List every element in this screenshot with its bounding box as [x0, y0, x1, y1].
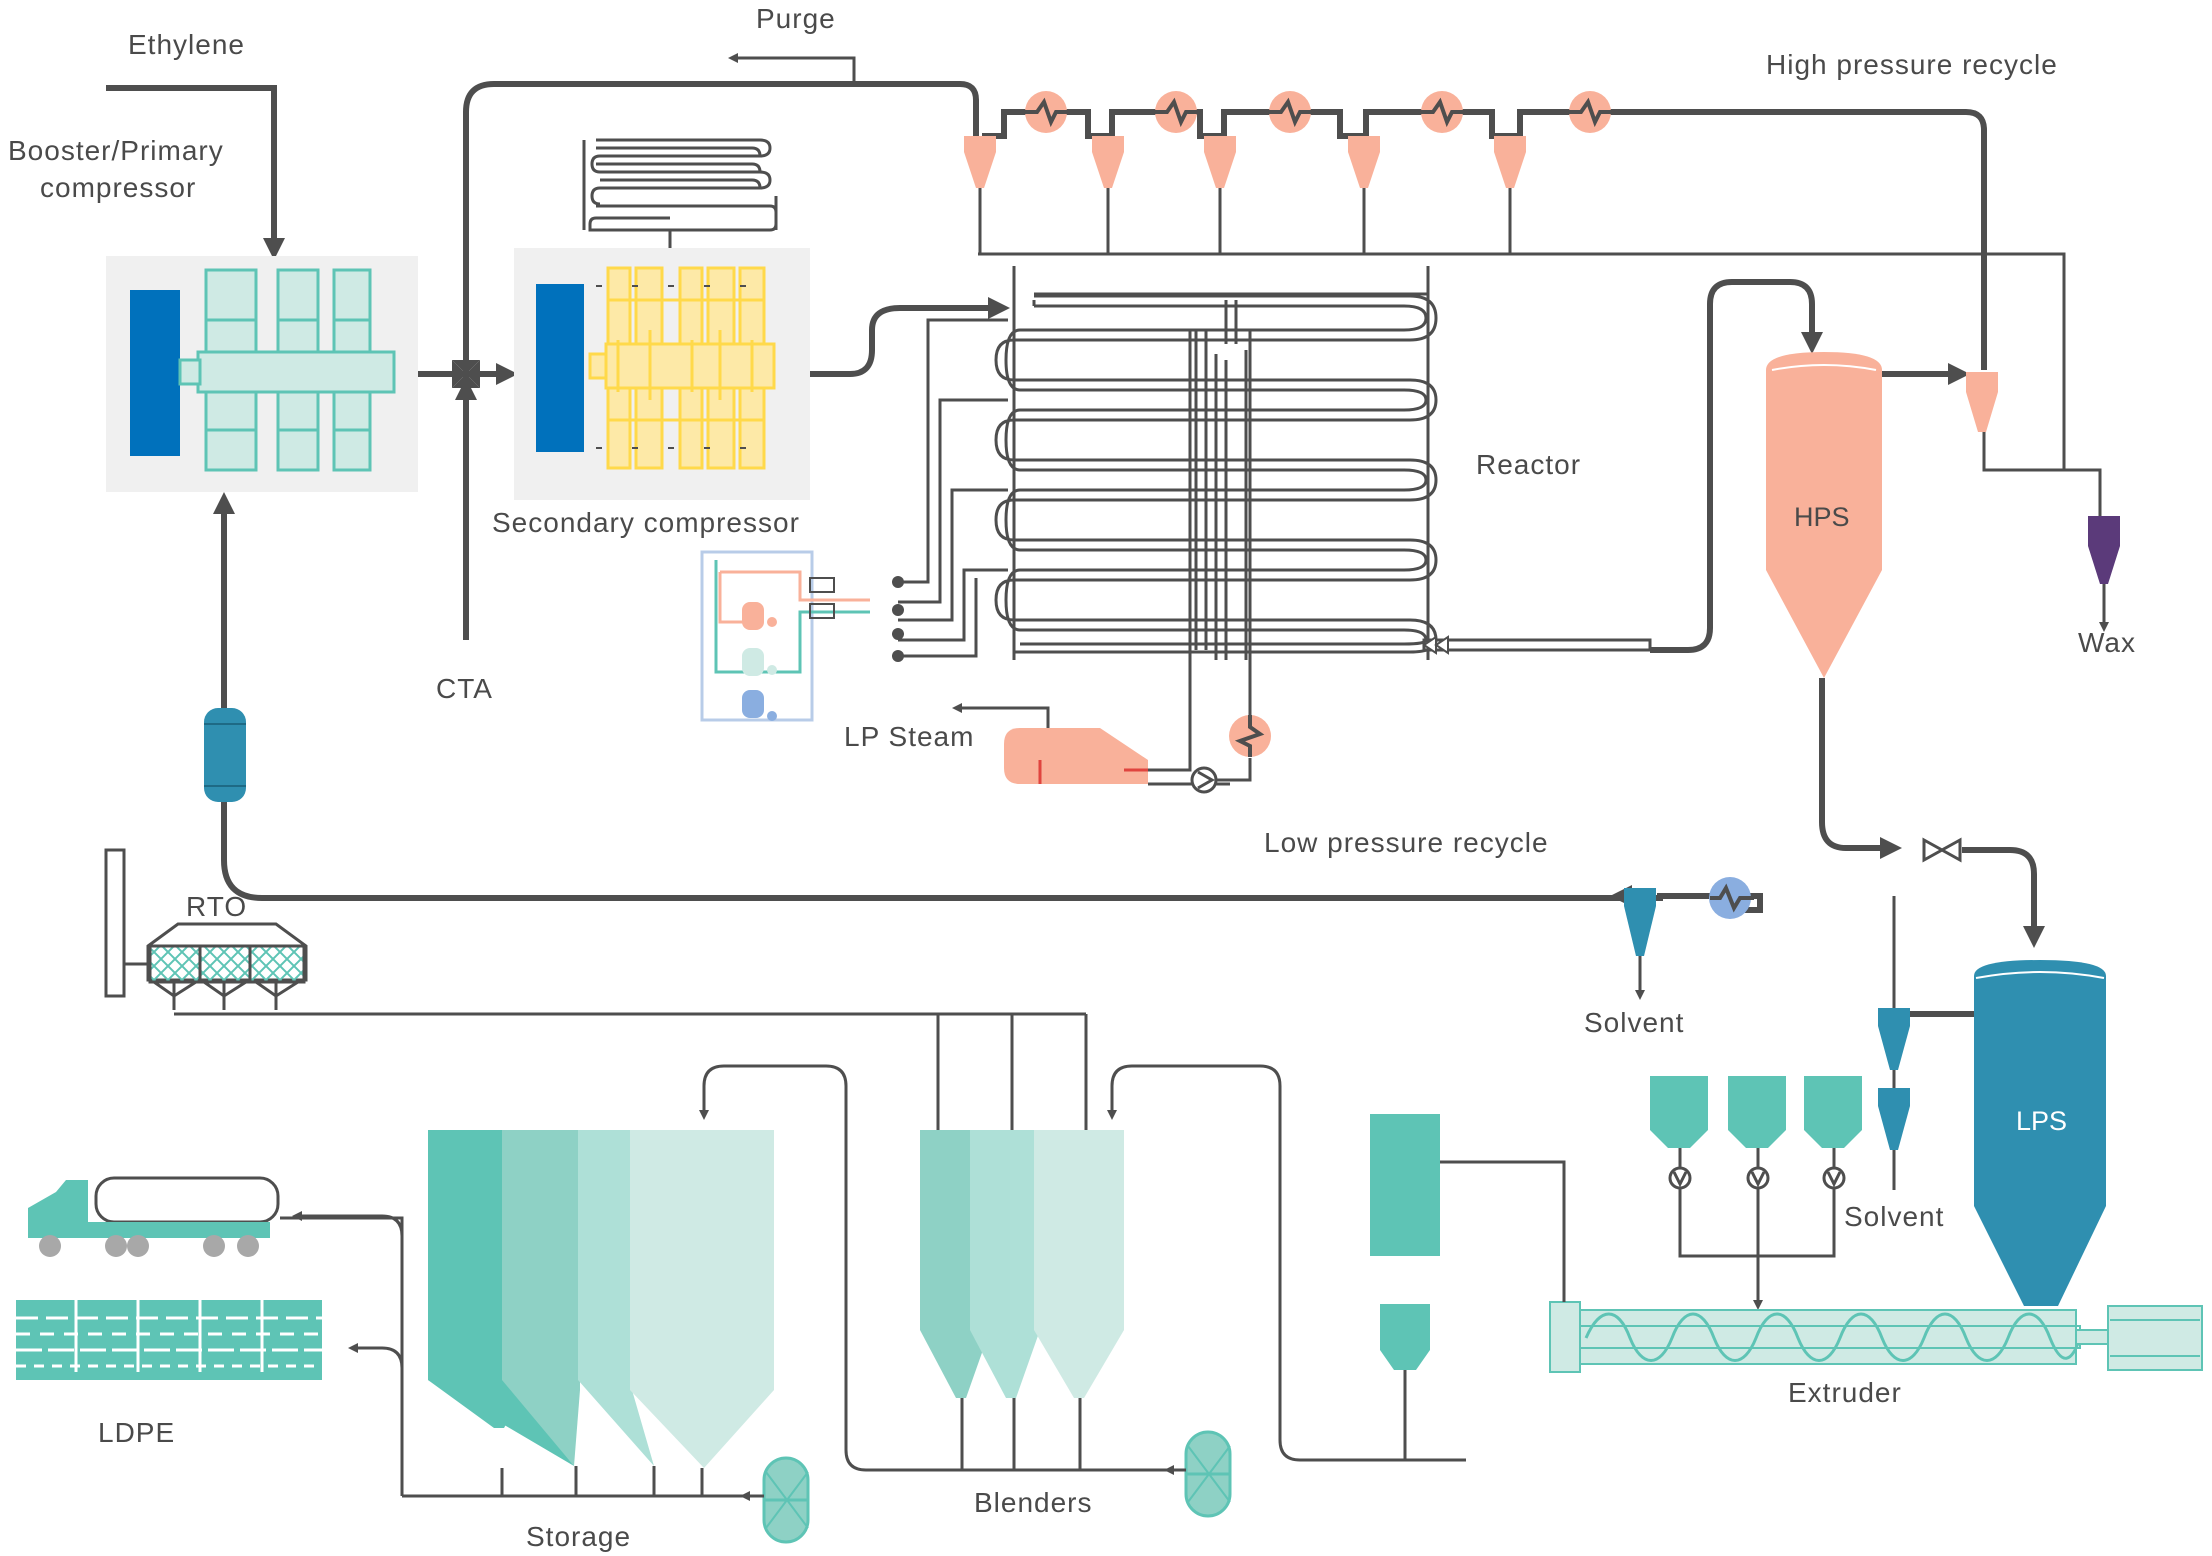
letdown-to-lps-line	[1962, 847, 2045, 948]
reactor	[994, 266, 1438, 660]
pressurized-water-skid	[700, 550, 870, 722]
reactor-label: Reactor	[1476, 449, 1581, 480]
storage-silos	[428, 1130, 774, 1468]
purge-label: Purge	[756, 3, 836, 34]
hp-cooler-2-icon	[1153, 89, 1199, 135]
storage-bottom-header	[402, 1466, 760, 1498]
jacket-feed-junctions	[892, 576, 904, 662]
secondary-to-reactor-line	[810, 297, 1010, 377]
hps-vessel	[1766, 352, 1882, 678]
hp-cooler-4-icon	[1419, 89, 1465, 135]
hp-cooler-1-icon	[1023, 89, 1069, 135]
hp-separator-3-icon	[1204, 136, 1236, 188]
blender-to-storage-conveying-line	[699, 1064, 1180, 1472]
hp-separator-1-icon	[964, 136, 996, 188]
wax-pot-icon	[2088, 516, 2120, 584]
lp-recycle-cooler-icon	[1709, 877, 1754, 919]
hp-separator-5-icon	[1494, 136, 1526, 188]
hp-separator-4-icon	[1348, 136, 1380, 188]
blenders-label: Blenders	[974, 1487, 1093, 1518]
rto-label: RTO	[186, 891, 247, 922]
rto-stack	[104, 848, 126, 998]
lps-label: LPS	[2016, 1106, 2067, 1136]
reactor-internal-piping	[1194, 300, 1248, 660]
steam-drum-loop	[1148, 328, 1252, 786]
storage-rotary-valve-icon	[762, 1456, 810, 1544]
letdown-valve-icon	[1922, 837, 1962, 863]
blender-rotary-valve-icon	[1184, 1430, 1232, 1518]
additive-header	[1678, 1188, 1836, 1306]
storage-to-loading-line	[279, 1214, 404, 1496]
hp-separator-2-icon	[1092, 136, 1124, 188]
booster-label-line2: compressor	[40, 172, 196, 203]
solvent-2-label: Solvent	[1844, 1201, 1944, 1232]
reactor-outlet-valve-icon	[1422, 635, 1449, 655]
blender-bottom-header	[960, 1398, 1180, 1472]
storage-label: Storage	[526, 1521, 631, 1552]
tanker-truck-icon	[28, 1176, 280, 1257]
wax-label: Wax	[2078, 627, 2136, 658]
ldpe-pellet-bags-icon	[16, 1300, 322, 1380]
lp-recycle-filter	[204, 708, 246, 802]
ethylene-label: Ethylene	[128, 29, 245, 60]
additive-feeders	[1668, 1148, 1846, 1190]
secondary-compressor	[514, 248, 810, 500]
lp-steam-label: LP Steam	[844, 721, 974, 752]
storage-to-bagging-line	[348, 1343, 404, 1436]
steam-drum	[1004, 728, 1148, 784]
lp-solvent-separator-3-icon	[1878, 1088, 1910, 1150]
booster-compressor	[106, 256, 418, 492]
hps-bottoms-line	[1819, 678, 1902, 859]
steam-drum-pump-icon	[1190, 766, 1218, 794]
wax-separator-drain	[1982, 432, 2102, 516]
hp-recycle-return-line	[463, 81, 979, 362]
purge-line	[728, 53, 856, 84]
secondary-compressor-label: Secondary compressor	[492, 507, 800, 538]
lp-solvent-separator-1-icon	[1624, 888, 1656, 956]
rto-vent-header	[174, 1012, 1088, 1136]
lp-solvent-separator-2-icon	[1878, 1008, 1910, 1070]
ethylene-feed-line	[106, 85, 285, 260]
blender-silos	[920, 1130, 1124, 1398]
hp-cooler-5-icon	[1567, 89, 1613, 135]
lps-vessel	[1974, 960, 2106, 1306]
extruder-label: Extruder	[1788, 1377, 1902, 1408]
reactor-to-hps-line	[1650, 279, 1823, 653]
solvent-1-label: Solvent	[1584, 1007, 1684, 1038]
booster-label-line1: Booster/Primary	[8, 135, 224, 166]
additive-hoppers	[1650, 1076, 1862, 1148]
extruder-to-blender-conveying-line	[1107, 1064, 1466, 1462]
reactor-outlet-pipe	[1422, 638, 1652, 652]
high-pressure-recycle-label: High pressure recycle	[1766, 49, 2058, 80]
extruder	[1549, 1301, 2203, 1373]
jacket-feed-lines	[898, 318, 1008, 658]
cta-label: CTA	[436, 673, 493, 704]
steam-drum-heater-icon	[1227, 713, 1273, 759]
pellet-dryer-icon	[1370, 1114, 1440, 1256]
wax-drain-header	[978, 188, 2066, 472]
hp-cooler-3-icon	[1267, 89, 1313, 135]
pellet-hopper-icon	[1380, 1304, 1430, 1370]
hps-label: HPS	[1794, 502, 1850, 532]
ldpe-label: LDPE	[98, 1417, 175, 1448]
wax-separator-icon	[1966, 372, 1998, 432]
mixing-valve	[452, 360, 480, 388]
rto-unit	[124, 922, 308, 1010]
hp-recycle-separators	[964, 136, 1526, 188]
low-pressure-recycle-label: Low pressure recycle	[1264, 827, 1549, 858]
